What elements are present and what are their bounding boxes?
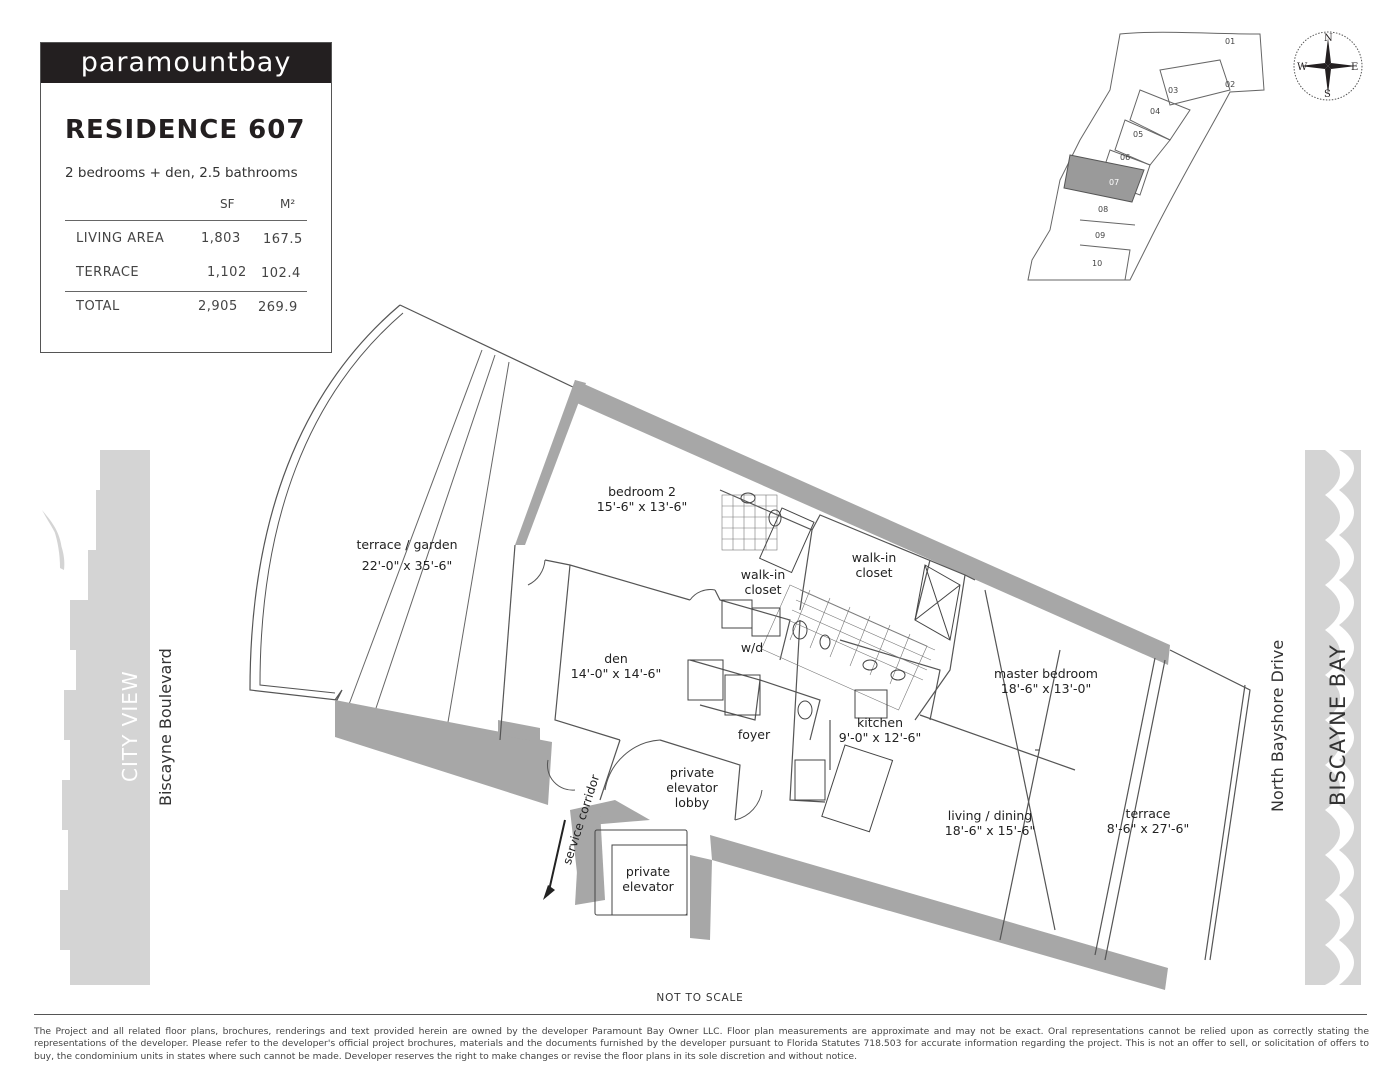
room-name: walk-in bbox=[851, 550, 897, 565]
room-name: lobby bbox=[674, 795, 710, 810]
room-dims: 14'-0" x 14'-6" bbox=[570, 666, 662, 681]
compass-w: W bbox=[1297, 62, 1308, 73]
footer-divider bbox=[34, 1014, 1367, 1015]
east-wall-bottom bbox=[710, 835, 1168, 990]
room-dims: 9'-0" x 12'-6" bbox=[838, 730, 922, 745]
room-foyer: foyer bbox=[737, 727, 771, 742]
row-m2-living-area: 167.5 bbox=[263, 232, 303, 247]
row-m2-total: 269.9 bbox=[258, 300, 298, 315]
not-to-scale-label: NOT TO SCALE bbox=[656, 992, 744, 1004]
compass-n: N bbox=[1324, 33, 1333, 44]
keyplan-unit-03: 03 bbox=[1168, 86, 1178, 95]
room-name: closet bbox=[855, 565, 893, 580]
tile-grid bbox=[721, 494, 936, 711]
column-header-m2: M² bbox=[280, 197, 296, 211]
row-label-total: TOTAL bbox=[76, 299, 120, 314]
row-label-living-area: LIVING AREA bbox=[76, 231, 165, 246]
table-divider bbox=[65, 220, 307, 221]
key-plan: 01 02 03 04 05 06 07 08 09 10 bbox=[1027, 31, 1265, 281]
keyplan-unit-02: 02 bbox=[1225, 80, 1235, 89]
room-master-bedroom: master bedroom 18'-6" x 13'-0" bbox=[994, 666, 1098, 696]
room-terrace: terrace 8'-6" x 27'-6" bbox=[1107, 806, 1190, 836]
keyplan-unit-05: 05 bbox=[1133, 130, 1143, 139]
room-name: bedroom 2 bbox=[608, 484, 676, 499]
room-private-elevator: private elevator bbox=[622, 864, 674, 894]
room-living-dining: living / dining 18'-6" x 15'-6" bbox=[945, 808, 1035, 838]
floor-plan bbox=[249, 304, 1251, 990]
compass-icon: N S W E bbox=[1293, 31, 1363, 101]
room-name: terrace / garden bbox=[356, 537, 458, 552]
room-private-elevator-lobby: private elevator lobby bbox=[666, 765, 718, 810]
compass-s: S bbox=[1324, 89, 1331, 100]
room-dims: 22'-0" x 35'-6" bbox=[361, 558, 453, 573]
row-sf-terrace: 1,102 bbox=[207, 265, 247, 280]
legal-disclaimer: The Project and all related floor plans,… bbox=[34, 1026, 1369, 1062]
room-name: private bbox=[669, 765, 715, 780]
room-terrace-garden: terrace / garden 22'-0" x 35'-6" bbox=[356, 537, 457, 573]
room-name: closet bbox=[744, 582, 782, 597]
den-wall-bottom bbox=[498, 720, 540, 742]
keyplan-unit-09: 09 bbox=[1095, 231, 1105, 240]
south-wall bbox=[335, 700, 552, 805]
bedroom2-wall bbox=[515, 380, 586, 545]
elevator-wall-left bbox=[575, 810, 605, 905]
room-dims: 18'-6" x 13'-0" bbox=[1000, 681, 1092, 696]
room-dims: 8'-6" x 27'-6" bbox=[1106, 821, 1190, 836]
keyplan-unit-10: 10 bbox=[1092, 259, 1102, 268]
room-kitchen: kitchen 9'-0" x 12'-6" bbox=[839, 715, 922, 745]
room-name: kitchen bbox=[856, 715, 904, 730]
elevator-wall-right bbox=[690, 855, 712, 940]
row-sf-living-area: 1,803 bbox=[201, 231, 241, 246]
room-name: elevator bbox=[622, 879, 674, 894]
room-dims: 18'-6" x 15'-6" bbox=[944, 823, 1036, 838]
keyplan-unit-highlight bbox=[1063, 154, 1145, 203]
north-wall bbox=[570, 380, 1170, 665]
keyplan-unit-08: 08 bbox=[1098, 205, 1108, 214]
compass-e: E bbox=[1351, 62, 1358, 73]
room-dims: 15'-6" x 13'-6" bbox=[596, 499, 688, 514]
room-name: living / dining bbox=[947, 808, 1033, 823]
room-bedroom-2: bedroom 2 15'-6" x 13'-6" bbox=[597, 484, 687, 514]
room-name: walk-in bbox=[740, 567, 786, 582]
room-name: den bbox=[604, 651, 628, 666]
brand-logo: paramountbay bbox=[41, 43, 331, 83]
room-walk-in-closet-master: walk-in closet bbox=[852, 550, 897, 580]
residence-subtitle: 2 bedrooms + den, 2.5 bathrooms bbox=[65, 165, 298, 181]
column-header-sf: SF bbox=[220, 197, 235, 211]
room-walk-in-closet-bedroom2: walk-in closet bbox=[741, 567, 786, 597]
table-divider bbox=[65, 291, 307, 292]
row-sf-total: 2,905 bbox=[198, 299, 238, 314]
city-skyline-graphic bbox=[42, 450, 150, 985]
room-name: terrace bbox=[1125, 806, 1171, 821]
room-name: elevator bbox=[666, 780, 718, 795]
row-m2-terrace: 102.4 bbox=[261, 266, 301, 281]
room-name: master bedroom bbox=[994, 666, 1098, 681]
keyplan-unit-07: 07 bbox=[1109, 178, 1119, 187]
keyplan-unit-01: 01 bbox=[1225, 37, 1235, 46]
residence-info-box: paramountbay RESIDENCE 607 2 bedrooms + … bbox=[40, 42, 332, 353]
keyplan-unit-06: 06 bbox=[1120, 153, 1130, 162]
bay-waves-graphic bbox=[1305, 450, 1361, 985]
room-name: private bbox=[625, 864, 671, 879]
row-label-terrace: TERRACE bbox=[76, 265, 140, 280]
keyplan-unit-04: 04 bbox=[1150, 107, 1160, 116]
terrace-garden-outline bbox=[249, 304, 401, 701]
room-den: den 14'-0" x 14'-6" bbox=[571, 651, 661, 681]
residence-title: RESIDENCE 607 bbox=[65, 115, 306, 145]
terrace-garden-rail bbox=[259, 312, 404, 694]
room-washer-dryer: w/d bbox=[740, 640, 764, 655]
